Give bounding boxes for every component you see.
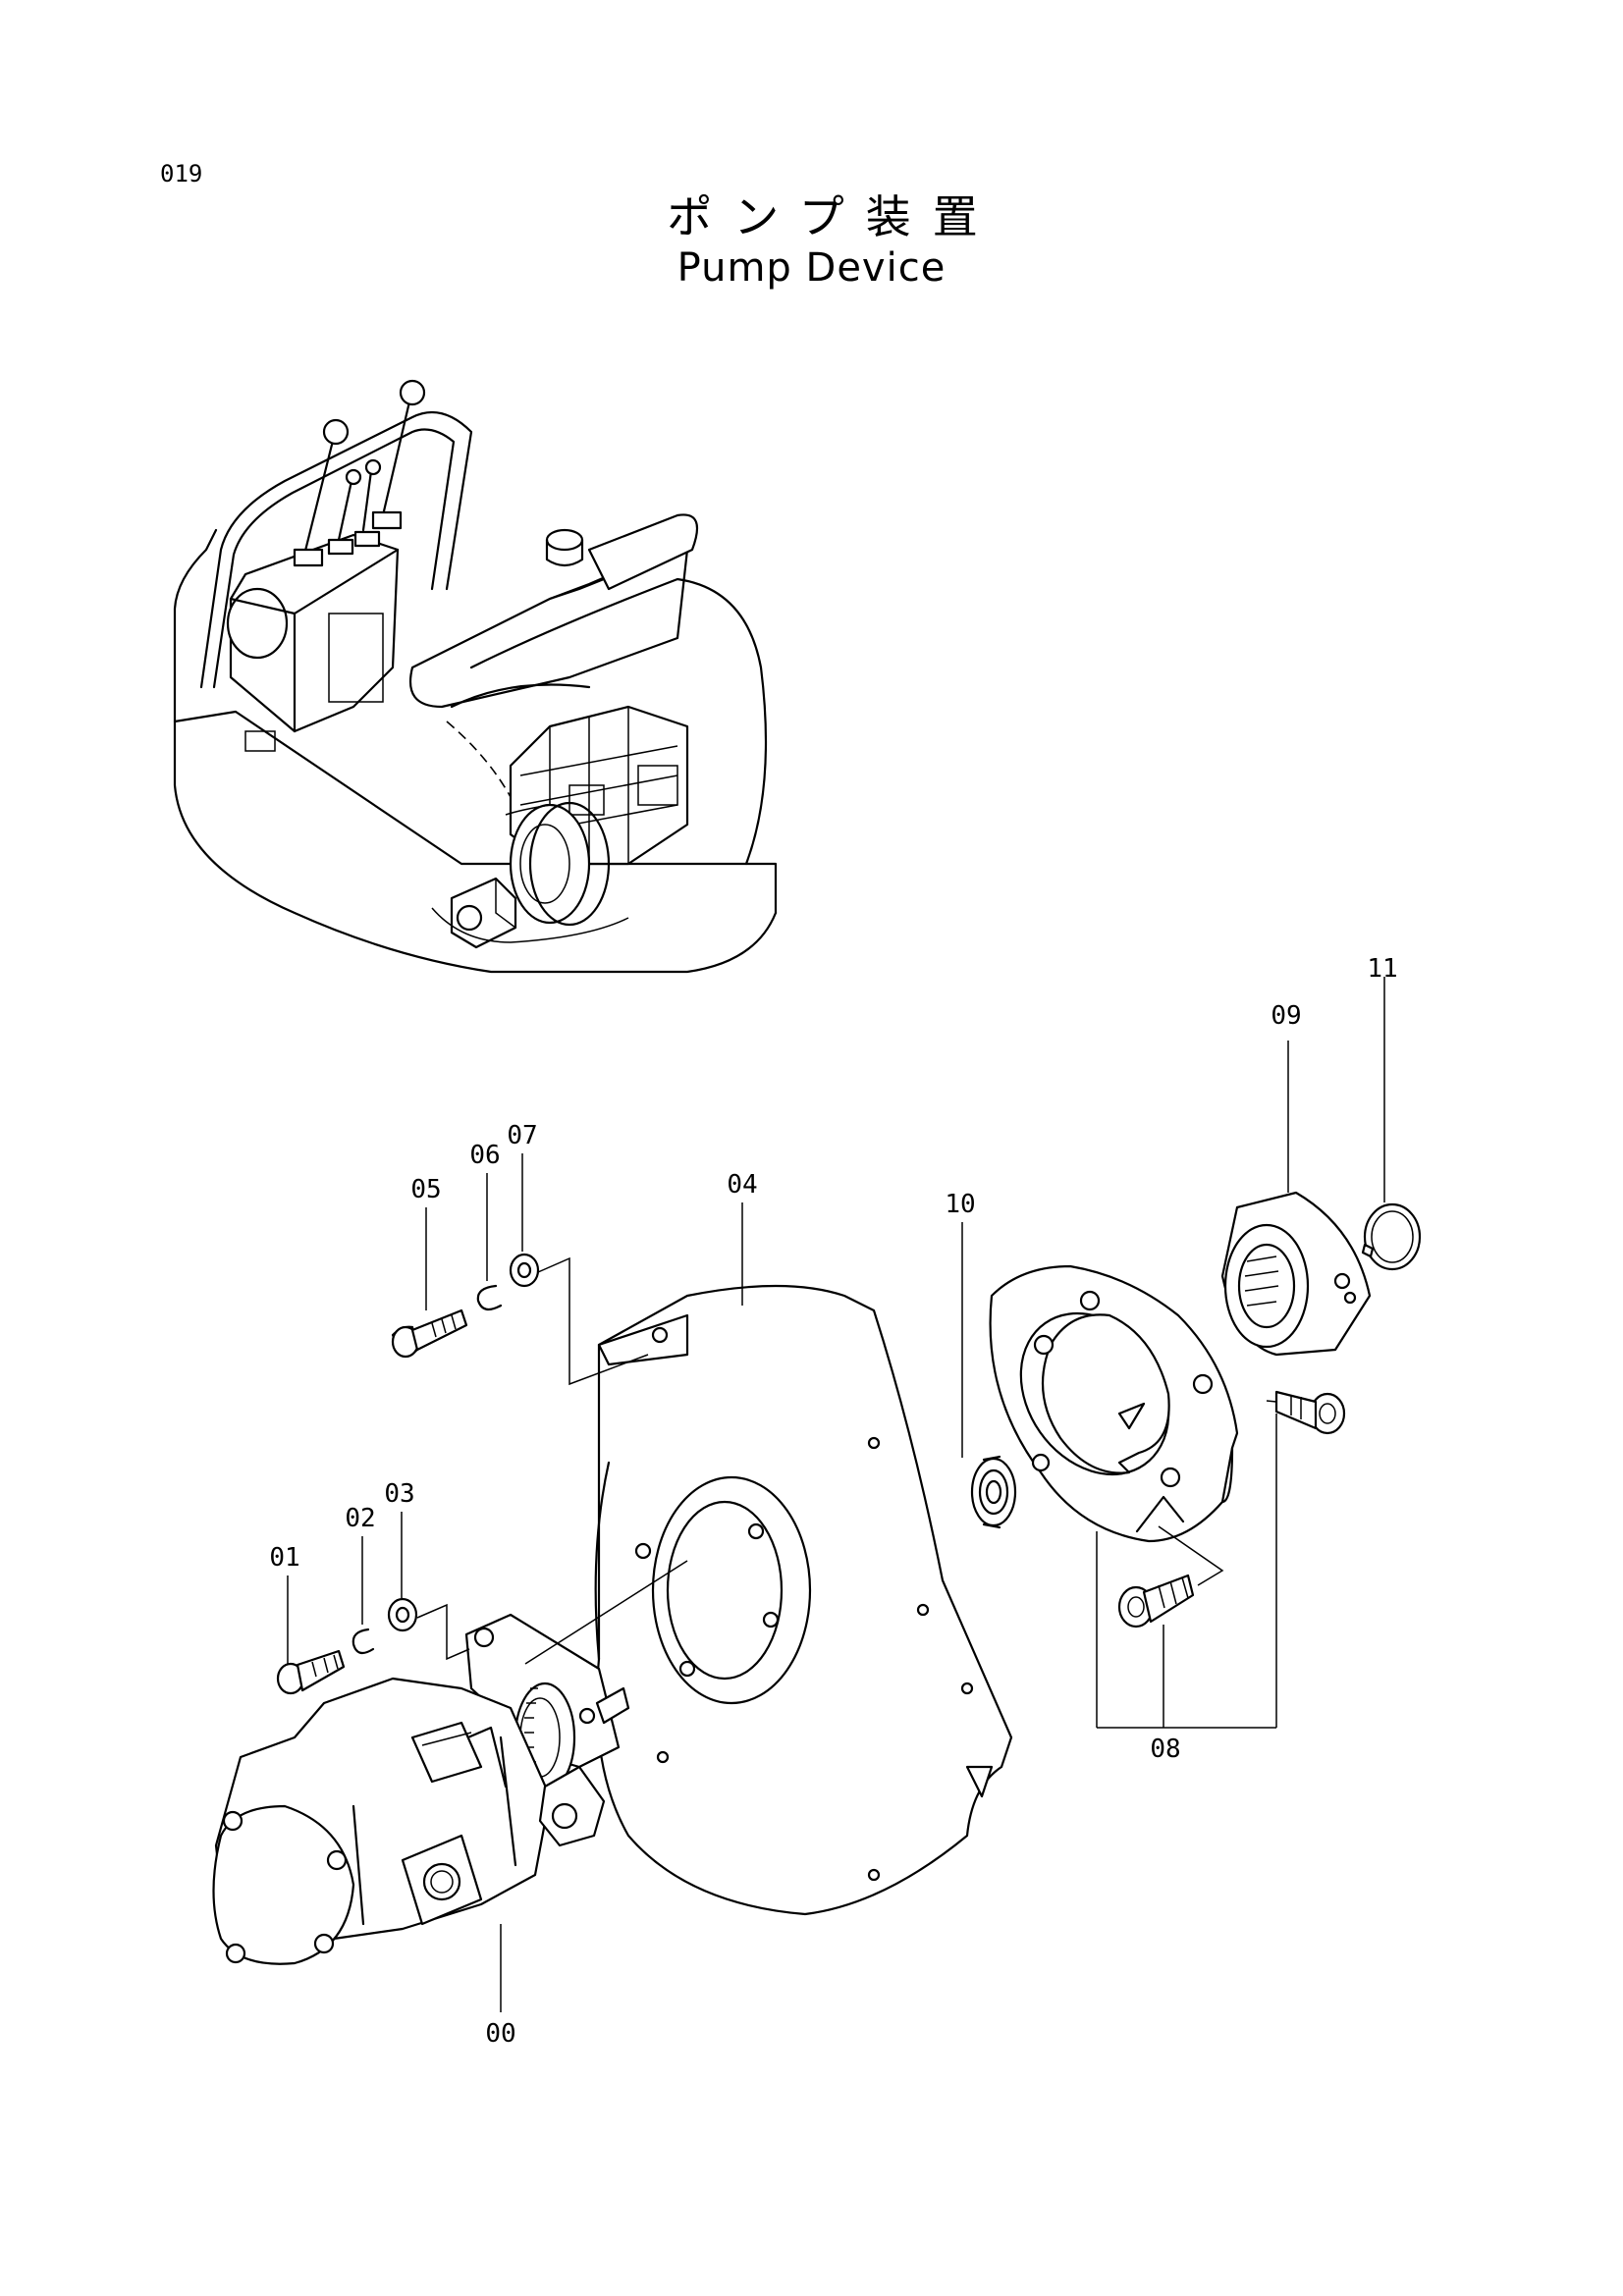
part-label-09: 09 (1271, 1001, 1301, 1031)
part-label-03: 03 (384, 1479, 414, 1509)
bolt-lower (276, 1649, 346, 1695)
part-label-06: 06 (469, 1141, 500, 1170)
snap-ring (1361, 1202, 1422, 1271)
page-number: 019 (160, 160, 203, 187)
part-label-11: 11 (1367, 954, 1397, 984)
lock-washer-lower (352, 1628, 375, 1655)
washer-lower (387, 1597, 418, 1632)
machine-overview-illustration (173, 379, 778, 974)
coupling-hub (1220, 1191, 1372, 1357)
socket-head-screw-left (1117, 1574, 1195, 1629)
leader-lines (287, 977, 1385, 2012)
part-label-02: 02 (345, 1504, 375, 1533)
part-label-01: 01 (269, 1543, 299, 1573)
bolt-upper (391, 1308, 468, 1359)
page-title-english: Pump Device (676, 245, 947, 291)
part-label-00: 00 (485, 2019, 515, 2049)
part-label-07: 07 (507, 1121, 537, 1150)
bearing (970, 1455, 1017, 1529)
part-label-08: 08 (1150, 1735, 1180, 1764)
hydraulic-pump-assembly (212, 1613, 630, 1965)
flywheel-housing-plate (594, 1284, 1013, 1916)
washer-upper (509, 1253, 540, 1288)
socket-head-screw-right (1266, 1390, 1346, 1435)
part-label-04: 04 (727, 1170, 757, 1200)
coupling-disc (989, 1264, 1239, 1543)
part-label-05: 05 (410, 1175, 441, 1204)
page-title-japanese: ポンプ装置 (667, 190, 1000, 243)
part-label-10: 10 (945, 1190, 975, 1219)
lock-washer-upper (476, 1284, 503, 1311)
